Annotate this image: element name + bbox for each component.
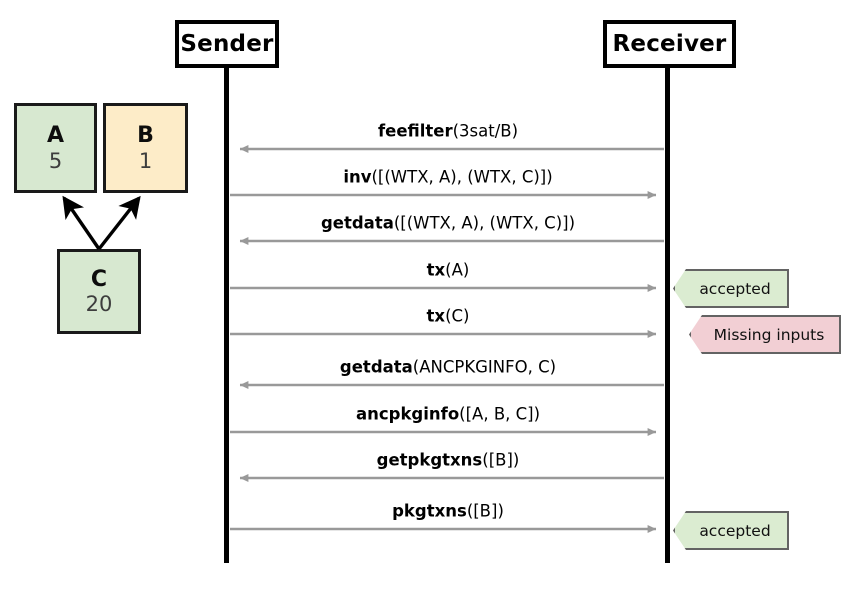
message-label-4: tx(C) xyxy=(426,306,470,326)
message-label-0: feefilter(3sat/B) xyxy=(377,121,519,141)
status-badge-accepted-second: accepted xyxy=(673,511,789,550)
participant-box-sender: Sender xyxy=(175,20,279,68)
participant-label-sender: Sender xyxy=(180,31,274,57)
message-label-8: pkgtxns([B]) xyxy=(392,501,504,521)
message-args-2: ([(WTX, A), (WTX, C)]) xyxy=(393,213,576,233)
message-label-6: ancpkginfo([A, B, C]) xyxy=(355,404,541,424)
status-badge-label: Missing inputs xyxy=(713,325,825,344)
tx-node-a-label: A xyxy=(46,123,65,149)
message-command-3: tx xyxy=(426,260,446,280)
message-label-3: tx(A) xyxy=(426,260,470,280)
message-args-0: (3sat/B) xyxy=(452,121,519,141)
tx-node-c: C 20 xyxy=(57,249,141,334)
message-args-4: (C) xyxy=(445,306,470,326)
message-args-8: ([B]) xyxy=(466,501,504,521)
message-label-5: getdata(ANCPKGINFO, C) xyxy=(339,357,557,377)
tx-node-a-value: 5 xyxy=(48,148,63,173)
tx-node-b: B 1 xyxy=(103,103,188,193)
dag-edge-c-to-a xyxy=(62,195,101,250)
tx-node-b-value: 1 xyxy=(138,148,153,173)
message-label-2: getdata([(WTX, A), (WTX, C)]) xyxy=(320,213,576,233)
message-args-7: ([B]) xyxy=(482,450,520,470)
lifeline-receiver xyxy=(665,68,670,563)
message-command-4: tx xyxy=(426,306,446,326)
status-badge-missing-inputs: Missing inputs xyxy=(689,315,841,354)
message-command-5: getdata xyxy=(339,357,413,377)
tx-node-b-label: B xyxy=(137,123,154,149)
message-args-3: (A) xyxy=(445,260,470,280)
message-args-1: ([(WTX, A), (WTX, C)]) xyxy=(371,167,553,187)
lifeline-sender xyxy=(224,68,229,563)
message-command-7: getpkgtxns xyxy=(376,450,483,470)
message-args-5: (ANCPKGINFO, C) xyxy=(412,357,557,377)
message-args-6: ([A, B, C]) xyxy=(459,404,541,424)
status-badge-accepted-first: accepted xyxy=(673,269,789,308)
message-command-6: ancpkginfo xyxy=(355,404,460,424)
message-command-8: pkgtxns xyxy=(392,501,467,521)
tx-node-a: A 5 xyxy=(14,103,97,193)
dag-edge-c-to-b xyxy=(97,195,141,251)
status-badge-label: accepted xyxy=(699,279,771,298)
message-command-0: feefilter xyxy=(377,121,453,141)
participant-box-receiver: Receiver xyxy=(603,20,736,68)
tx-node-c-value: 20 xyxy=(85,292,113,317)
message-command-1: inv xyxy=(343,167,372,187)
status-badge-label: accepted xyxy=(699,521,771,540)
message-label-1: inv([(WTX, A), (WTX, C)]) xyxy=(343,167,553,187)
message-command-2: getdata xyxy=(320,213,394,233)
tx-node-c-label: C xyxy=(90,266,108,292)
participant-label-receiver: Receiver xyxy=(612,31,727,57)
message-label-7: getpkgtxns([B]) xyxy=(376,450,520,470)
